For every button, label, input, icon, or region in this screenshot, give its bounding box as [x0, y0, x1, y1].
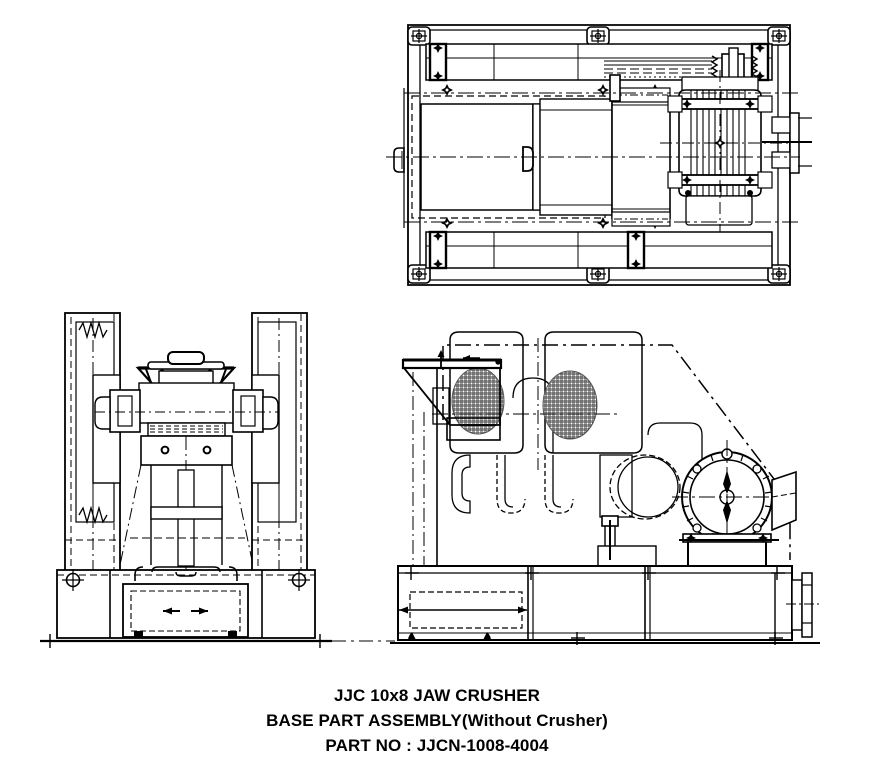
front-right-column — [251, 312, 308, 579]
title-line-assembly: BASE PART ASSEMBLY(Without Crusher) — [266, 711, 608, 730]
plan-cross-member-top — [425, 42, 773, 82]
side-view — [390, 331, 820, 645]
plan-electric-motor — [660, 70, 812, 232]
title-block: JJC 10x8 JAW CRUSHER BASE PART ASSEMBLY(… — [0, 683, 874, 758]
side-tank-dimension-arrow — [399, 606, 527, 614]
side-feed-hopper — [401, 350, 503, 565]
side-access-pockets — [449, 331, 703, 495]
front-view — [40, 312, 395, 648]
front-throat-block — [94, 382, 279, 466]
plan-cross-member-bottom — [425, 230, 773, 270]
title-line-part-number: PART NO : JJCN-1008-4004 — [325, 736, 549, 755]
side-support-post — [597, 515, 657, 569]
side-hook-features — [451, 454, 681, 520]
side-base-frame — [397, 565, 820, 645]
side-electric-motor — [672, 440, 797, 570]
front-ground-line — [40, 634, 395, 648]
side-end-flange — [786, 572, 820, 638]
front-left-column — [64, 312, 121, 579]
front-lower-body — [119, 436, 254, 572]
plan-coupling-flange — [762, 112, 812, 174]
front-drawer-dimension-arrow — [163, 607, 208, 615]
plan-bracket — [609, 74, 671, 227]
title-line-model: JJC 10x8 JAW CRUSHER — [333, 686, 541, 705]
front-discharge-drawer — [122, 583, 249, 638]
plan-view — [386, 24, 812, 286]
